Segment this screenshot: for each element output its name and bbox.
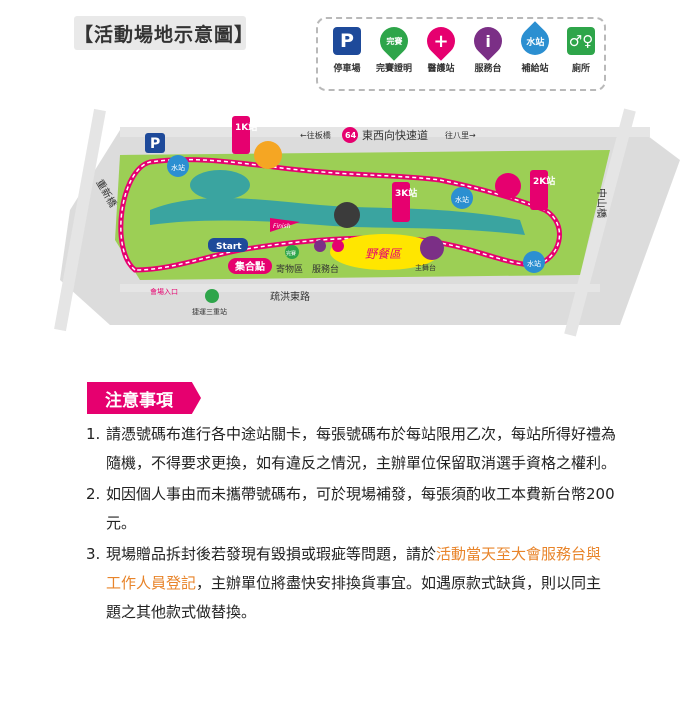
water-station-icon: 水站	[515, 21, 555, 61]
mascot-orange	[254, 141, 282, 169]
mrt-label: 捷運三重站	[192, 307, 227, 316]
picnic-label: 野餐區	[365, 247, 403, 261]
list-item: 3. 現場贈品拆封後若發現有毀損或瑕疵等問題，請於活動當天至大會服務台與工作人員…	[86, 540, 616, 627]
venue-map: ←往板橋 64 東西向快速道 往八里→ 重新橋 中山橋 疏洪東路 P 1K站 3…	[54, 108, 680, 337]
mascot-purple	[420, 236, 444, 260]
road-label-north-right: 往八里→	[445, 130, 476, 140]
start-marker	[208, 238, 248, 252]
service-label: 服務台	[312, 263, 339, 275]
legend-item-medical: + 醫護站	[418, 21, 464, 74]
station-1k-marker	[232, 116, 250, 154]
finish-label: Finish	[273, 223, 291, 230]
road-east	[564, 108, 636, 337]
picnic-area	[330, 234, 440, 270]
water-label: 水站	[527, 259, 541, 268]
pond	[190, 170, 250, 200]
station-2k-marker	[530, 170, 548, 210]
legend-label: 補給站	[521, 64, 549, 74]
cert-badge-label: 完賽	[286, 250, 296, 257]
legend-label: 廁所	[571, 64, 590, 74]
gather-marker	[228, 258, 272, 274]
note-text-pre: 現場贈品拆封後若發現有毀損或瑕疵等問題，請於	[106, 545, 437, 563]
parking-icon	[145, 133, 165, 153]
info-icon	[314, 240, 326, 252]
medical-icon	[332, 240, 344, 252]
road-label-south: 疏洪東路	[270, 290, 310, 303]
parking-glyph: P	[150, 136, 160, 152]
legend-item-service: i 服務台	[465, 21, 511, 74]
restroom-icon: ♂♀	[567, 27, 595, 55]
note-number: 1.	[86, 425, 101, 443]
route-centerline	[120, 158, 561, 271]
legend-item-water: 水站 補給站	[512, 21, 558, 74]
mascot-black	[334, 202, 360, 228]
info-icon: i	[468, 21, 508, 61]
stage-label: 主舞台	[415, 263, 436, 272]
road-west	[54, 108, 106, 332]
finish-certificate-icon	[285, 245, 299, 259]
legend-label: 完賽證明	[375, 64, 412, 74]
legend-label: 醫護站	[427, 64, 455, 74]
road-label-north-left: ←往板橋	[300, 130, 331, 140]
highway-number: 64	[345, 131, 357, 140]
water-station-icon	[167, 155, 189, 177]
note-number: 3.	[86, 545, 101, 563]
road-label-east: 中山橋	[595, 188, 608, 218]
list-item: 1. 請憑號碼布進行各中途站關卡，每張號碼布於每站限用乙次，每站所得好禮為隨機，…	[86, 420, 616, 478]
cert-area-label: 寄物區	[276, 263, 303, 275]
mrt-icon	[205, 289, 219, 303]
road-label-north: 東西向快速道	[362, 128, 428, 142]
notes-title: 注意事項	[87, 382, 201, 414]
station-1k-label: 1K站	[235, 121, 257, 133]
gather-label: 集合點	[234, 260, 265, 273]
note-text: 請憑號碼布進行各中途站關卡，每張號碼布於每站限用乙次，每站所得好禮為隨機，不得要…	[106, 425, 617, 472]
note-text: 如因個人事由而未攜帶號碼布，可於現場補發，每張須酌收工本費新台幣200元。	[106, 485, 615, 532]
note-text-post: ，主辦單位將盡快安排換貨事宜。如遇原款式缺貨，則以同主題之其他款式做替換。	[106, 574, 602, 621]
page-title: 【活動場地示意圖】	[74, 16, 253, 50]
station-3k-marker	[392, 182, 410, 222]
finish-certificate-icon: 完賽	[374, 21, 414, 61]
legend-label: 停車場	[333, 64, 361, 74]
highway-badge	[342, 127, 358, 143]
note-highlight: 活動當天至大會服務台與工作人員登記	[106, 545, 602, 592]
legend-item-parking: P 停車場	[324, 27, 370, 74]
legend-label: 服務台	[474, 64, 502, 74]
legend-item-restroom: ♂♀ 廁所	[558, 27, 604, 74]
finish-flag	[270, 218, 300, 232]
notes-list: 1. 請憑號碼布進行各中途站關卡，每張號碼布於每站限用乙次，每站所得好禮為隨機，…	[86, 420, 616, 629]
mascot-pink	[495, 173, 521, 199]
legend-item-certificate: 完賽 完賽證明	[371, 21, 417, 74]
parking-icon: P	[333, 27, 361, 55]
note-number: 2.	[86, 485, 101, 503]
map-legend: P 停車場 完賽 完賽證明 + 醫護站 i 服務台 水站 補給站 ♂♀ 廁所	[316, 17, 606, 91]
water-label: 水站	[171, 163, 185, 172]
water-label: 水站	[455, 195, 469, 204]
medical-icon: +	[421, 21, 461, 61]
water-station-icon	[523, 251, 545, 273]
list-item: 2. 如因個人事由而未攜帶號碼布，可於現場補發，每張須酌收工本費新台幣200元。	[86, 480, 616, 538]
water-station-icon	[451, 187, 473, 209]
start-label: Start	[216, 242, 242, 252]
station-2k-label: 2K站	[533, 175, 555, 187]
station-3k-label: 3K站	[395, 187, 417, 199]
entrance-label: 會場入口	[150, 287, 178, 296]
